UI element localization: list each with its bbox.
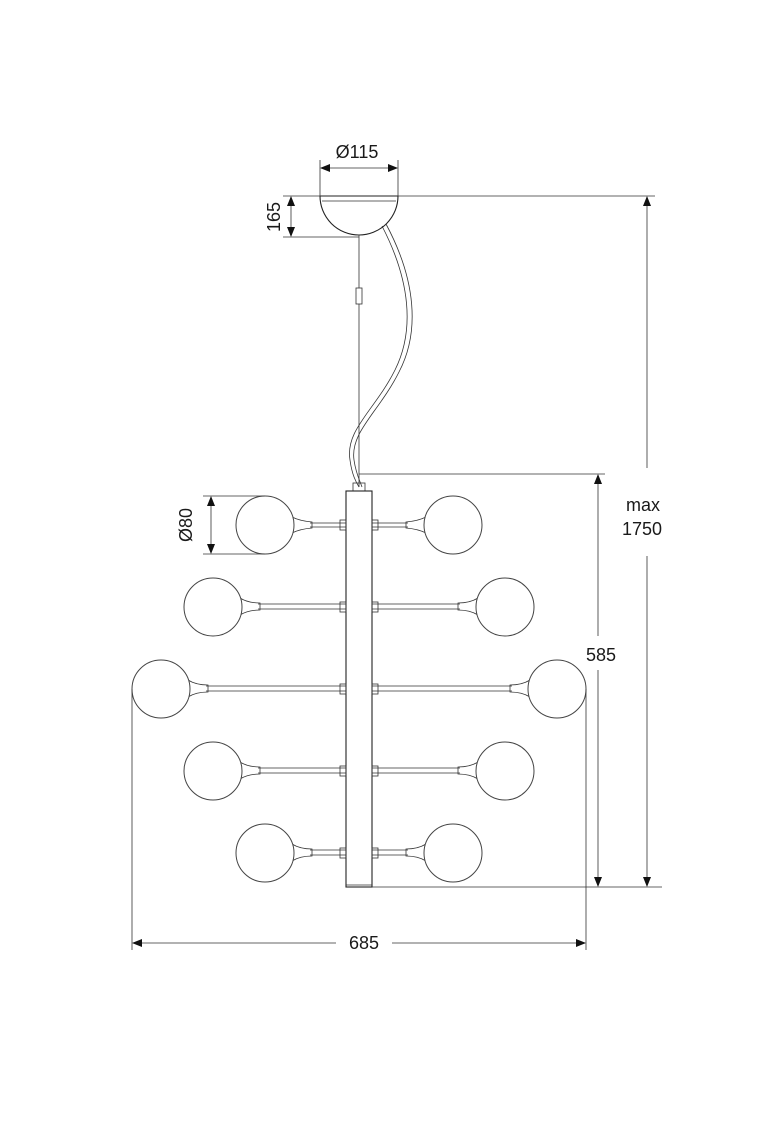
globe-row-3 bbox=[131, 659, 587, 719]
globe-row-1 bbox=[235, 495, 483, 555]
globe-right bbox=[475, 577, 535, 637]
globe-row-4 bbox=[183, 741, 535, 801]
globe-left bbox=[183, 577, 243, 637]
central-column bbox=[345, 482, 373, 888]
canopy-height-label: 165 bbox=[264, 202, 284, 232]
dimension-globe-diameter: Ø80 bbox=[176, 495, 265, 555]
power-cord bbox=[349, 223, 413, 488]
dimension-body-height: 585 bbox=[359, 473, 616, 887]
canopy-diameter-label: Ø115 bbox=[336, 142, 379, 162]
dimension-max-height: max 1750 bbox=[372, 195, 662, 888]
globe-right bbox=[423, 495, 483, 555]
globe-left bbox=[131, 659, 191, 719]
max-height-label-line2: 1750 bbox=[622, 519, 662, 539]
globe-row-5 bbox=[235, 823, 483, 883]
globe-right bbox=[475, 741, 535, 801]
globe-left bbox=[235, 495, 295, 555]
max-height-label-line1: max bbox=[626, 495, 660, 515]
body-height-label: 585 bbox=[586, 645, 616, 665]
canopy bbox=[319, 195, 399, 236]
suspension-cable bbox=[355, 235, 363, 487]
arms-and-globes bbox=[131, 495, 587, 883]
globe-left bbox=[183, 741, 243, 801]
dimension-canopy-diameter: Ø115 bbox=[319, 142, 399, 196]
globe-left bbox=[235, 823, 295, 883]
globe-right bbox=[527, 659, 587, 719]
globe-row-2 bbox=[183, 577, 535, 637]
overall-width-label: 685 bbox=[349, 933, 379, 953]
globe-diameter-label: Ø80 bbox=[176, 508, 196, 542]
globe-right bbox=[423, 823, 483, 883]
dimension-canopy-height: 165 bbox=[264, 195, 359, 238]
dimension-overall-width: 685 bbox=[131, 689, 587, 953]
